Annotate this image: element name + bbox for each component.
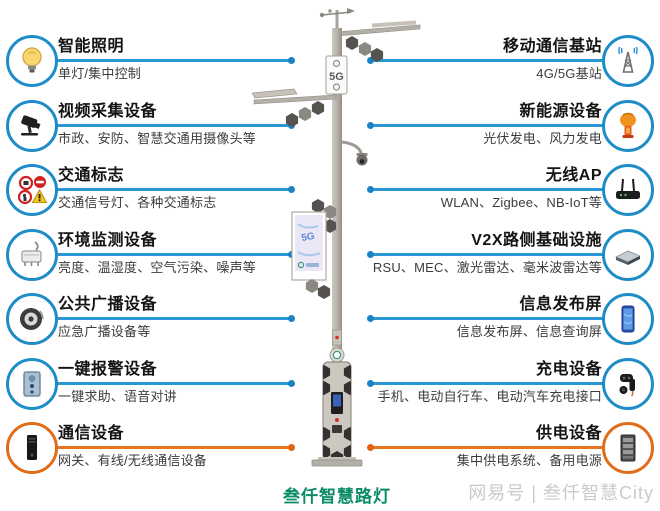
feature-title: 新能源设备 [519,103,602,120]
service-box [332,329,342,346]
line-dot [367,186,374,193]
line-dot [367,57,374,64]
feature-title: 公共广播设备 [58,296,158,313]
feature-icon-circle [6,422,58,474]
feature-charging-device: 充电设备 手机、电动自行车、电动汽车充电接口 [367,358,654,415]
feature-title: 充电设备 [535,361,602,378]
feature-title: 供电设备 [535,425,602,442]
speaker-icon [20,308,44,330]
feature-title: 视频采集设备 [58,103,158,120]
feature-icon-circle [602,164,654,216]
feature-icon-circle [602,100,654,152]
brand-label: 叁仟智慧路灯 [283,487,391,506]
pole-shaft [332,28,342,448]
feature-desc: 4G/5G基站 [536,66,602,81]
feature-traffic-signs: 交通标志 交通信号灯、各种交通标志 [6,164,295,221]
feature-info-display: 信息发布屏 信息发布屏、信息查询屏 [367,293,654,350]
feature-icon-circle [602,358,654,410]
feature-new-energy: 新能源设备 光伏发电、风力发电 [367,100,654,157]
feature-desc: 市政、安防、智慧交通用摄像头等 [58,131,257,146]
left-crossarm [252,88,337,127]
traffic-signs-icon [17,175,48,205]
feature-desc: 信息发布屏、信息查询屏 [456,324,602,339]
feature-video-capture: 视频采集设备 市政、安防、智慧交通用摄像头等 [6,100,295,157]
bulb-icon [22,47,42,73]
feature-icon-circle [6,293,58,345]
feature-desc: 集中供电系统、备用电源 [456,453,602,468]
feature-title: 智能照明 [58,38,125,55]
power-cabinet-icon [620,434,636,462]
line-dot [288,315,295,322]
feature-title: 移动通信基站 [502,38,602,55]
feature-icon-circle [6,164,58,216]
line-dot [367,122,374,129]
feature-title: 无线AP [545,167,602,184]
feature-smart-lighting: 智能照明 单灯/集中控制 [6,35,295,92]
feature-title: 通信设备 [58,425,125,442]
env-monitor-icon [21,241,42,266]
feature-desc: 单灯/集中控制 [58,66,142,81]
smart-pole-graphic: 5G [252,8,421,467]
feature-icon-circle [602,293,654,345]
feature-mobile-base-station: 移动通信基站 4G/5G基站 [367,35,654,92]
gateway-icon [27,435,37,460]
wind-turbine-icon [620,112,636,138]
feature-icon-circle [6,358,58,410]
top-crossarm [335,20,421,62]
smart-pole-illustration: 5G [252,2,422,484]
feature-desc: 光伏发电、风力发电 [483,131,602,146]
feature-desc: 应急广播设备等 [58,324,151,339]
5g-sign: 5G [325,55,348,95]
alarm-icon [23,371,41,397]
router-icon [616,178,640,199]
feature-desc: WLAN、Zigbee、NB-IoT等 [440,195,602,210]
collar-logo [329,347,345,363]
line-dot [288,186,295,193]
feature-icon-circle [602,422,654,474]
line-dot [288,444,295,451]
line-dot [288,57,295,64]
feature-desc: 交通信号灯、各种交通标志 [58,195,217,210]
feature-desc: 一键求助、语音对讲 [58,389,177,404]
info-screen-icon [621,305,635,333]
charger-icon [619,374,635,397]
feature-title: V2X路侧基础设施 [471,232,602,249]
feature-icon-circle [602,229,654,281]
feature-desc: 网关、有线/无线通信设备 [58,453,208,468]
line-dot [367,444,374,451]
feature-title: 环境监测设备 [58,232,158,249]
line-dot [288,380,295,387]
feature-icon-circle [6,35,58,87]
base-station-icon [618,46,638,73]
feature-desc: 亮度、温湿度、空气污染、噪声等 [58,260,257,275]
watermark-label: 网易号 | 叁仟智慧City [468,483,654,503]
rsu-icon [615,250,641,265]
feature-desc: RSU、MEC、激光雷达、毫米波雷达等 [372,260,602,275]
feature-communication-device: 通信设备 网关、有线/无线通信设备 [6,422,295,479]
cctv-camera [341,140,368,166]
line-dot [367,251,374,258]
weather-sensor [319,8,355,30]
feature-power-supply: 供电设备 集中供电系统、备用电源 [367,422,654,479]
svg-text:5G: 5G [329,71,344,83]
feature-public-broadcast: 公共广播设备 应急广播设备等 [6,293,295,350]
camera-icon [21,115,41,136]
feature-icon-circle [6,229,58,281]
line-dot [367,315,374,322]
feature-icon-circle [602,35,654,87]
feature-title: 一键报警设备 [58,361,158,378]
feature-environment-monitor: 环境监测设备 亮度、温湿度、空气污染、噪声等 [6,229,295,286]
feature-title: 信息发布屏 [519,296,602,313]
feature-wireless-ap: 无线AP WLAN、Zigbee、NB-IoT等 [367,164,654,221]
banner-display: 5G [291,199,337,299]
feature-desc: 手机、电动自行车、电动汽车充电接口 [377,389,602,404]
feature-icon-circle [6,100,58,152]
base-cabinet [322,361,352,461]
base-plate [311,457,363,467]
feature-title: 交通标志 [58,167,125,184]
svg-text:5G: 5G [301,231,316,244]
feature-v2x-infrastructure: V2X路侧基础设施 RSU、MEC、激光雷达、毫米波雷达等 [367,229,654,286]
feature-sos-alarm: 一键报警设备 一键求助、语音对讲 [6,358,295,415]
line-dot [367,380,374,387]
